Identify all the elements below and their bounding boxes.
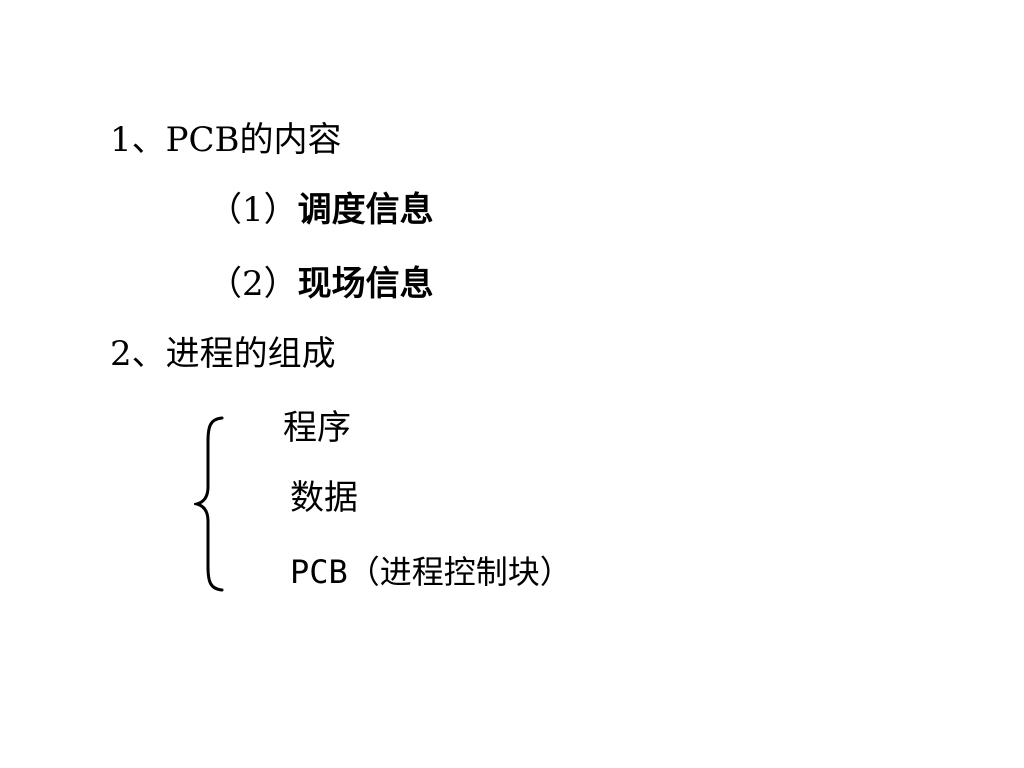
item-text: 调度信息 <box>297 190 434 230</box>
heading-number: 2、 <box>110 334 166 374</box>
heading-pcb-contents: 1、PCB的内容 <box>110 120 342 160</box>
component-pcb: PCB（进程控制块） <box>290 553 572 591</box>
item-number: （1） <box>208 190 298 230</box>
list-item-scheduling-info: （1）调度信息 <box>208 190 434 230</box>
heading-text: 进程的组成 <box>165 334 336 374</box>
component-data: 数据 <box>290 478 358 518</box>
left-curly-brace-icon <box>194 416 224 592</box>
heading-text: PCB的内容 <box>165 120 342 160</box>
list-item-context-info: （2）现场信息 <box>208 264 434 304</box>
heading-process-composition: 2、进程的组成 <box>110 334 336 374</box>
item-number: （2） <box>208 264 298 304</box>
component-program: 程序 <box>283 408 351 448</box>
item-text: 现场信息 <box>297 264 434 304</box>
heading-number: 1、 <box>110 120 166 160</box>
